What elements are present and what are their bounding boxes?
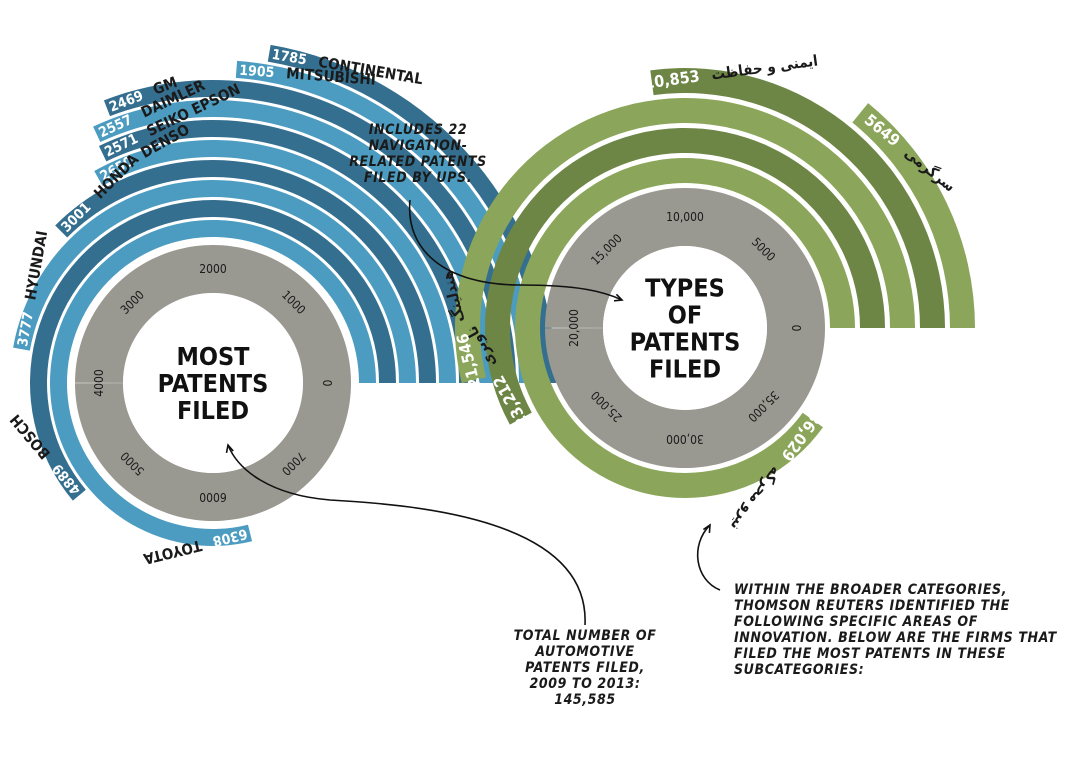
category-text: TOYOTA xyxy=(141,536,203,568)
category-toyota: TOYOTA xyxy=(141,536,203,568)
makes-title-line: FILED xyxy=(177,396,249,425)
category-text: ایمنی و حفاظت xyxy=(710,51,819,83)
scale-tick-2000: 2000 xyxy=(199,262,227,276)
subcategories-note: WITHIN THE BROADER CATEGORIES, THOMSON R… xyxy=(734,582,1064,678)
value-text: 1905 xyxy=(239,63,275,82)
scale-tick-4000: 4000 xyxy=(92,369,106,397)
scale-tick-0: 0 xyxy=(320,380,334,387)
makes-title-line: PATENTS xyxy=(158,369,269,398)
category-item-4: ایمنی و حفاظت xyxy=(710,51,819,83)
scale-tick-6000: 6000 xyxy=(199,490,227,504)
value-text: 3777 xyxy=(15,310,37,347)
total-patents-note: TOTAL NUMBER OF AUTOMOTIVE PATENTS FILED… xyxy=(505,628,665,708)
scale-tick-20-000: 20,000 xyxy=(567,309,581,347)
subcategories-arrow xyxy=(698,525,720,590)
types-title-line: FILED xyxy=(649,355,721,384)
scale-tick-10-000: 10,000 xyxy=(666,210,704,224)
types-title-line: PATENTS xyxy=(630,328,741,357)
types-title-line: OF xyxy=(668,301,703,330)
ups-note: INCLUDES 22 NAVIGATION-RELATED PATENTS F… xyxy=(338,122,498,186)
scale-tick-0: 0 xyxy=(789,325,803,332)
value-label-mitsubishi: 1905 xyxy=(236,61,281,82)
makes-title-line: MOST xyxy=(176,342,250,371)
types-title-line: TYPES xyxy=(645,274,725,303)
scale-tick-30-000: 30,000 xyxy=(666,432,704,446)
